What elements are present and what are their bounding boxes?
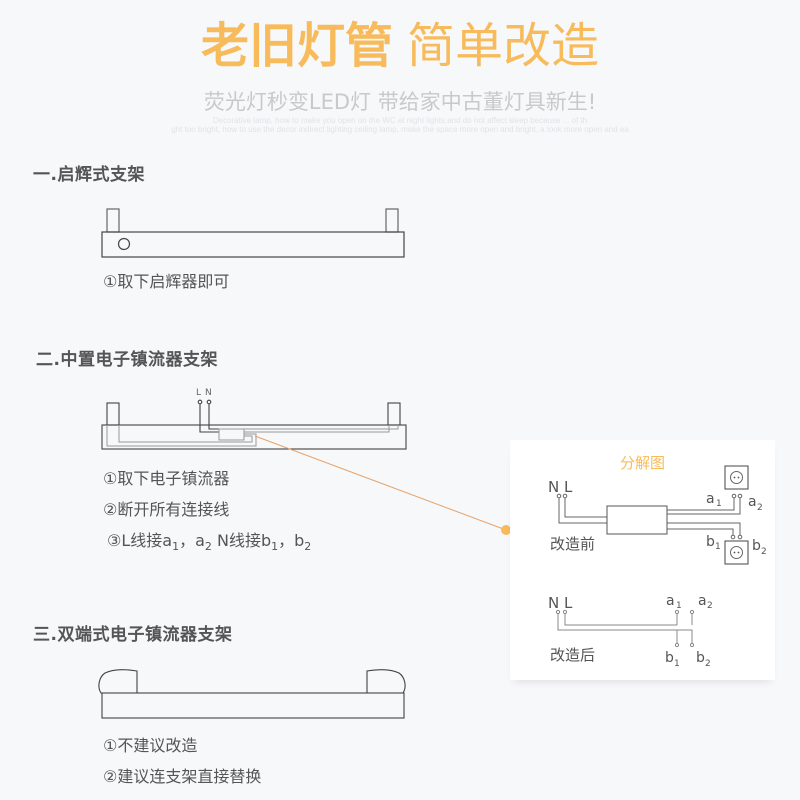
svg-text:L: L bbox=[564, 478, 573, 496]
exploded-view-title: 分解图 bbox=[619, 454, 665, 472]
svg-text:b: b bbox=[665, 650, 674, 666]
before-label: 改造前 bbox=[550, 535, 595, 553]
svg-text:1: 1 bbox=[676, 601, 682, 611]
starter-circle-icon bbox=[117, 237, 131, 251]
socket-top-icon bbox=[724, 465, 749, 490]
after-label: 改造后 bbox=[550, 646, 595, 664]
page-title: 老旧灯管简单改造 bbox=[0, 14, 800, 78]
svg-text:a: a bbox=[706, 491, 715, 507]
svg-text:2: 2 bbox=[761, 547, 767, 557]
section-1-title: 一.启辉式支架 bbox=[33, 165, 145, 185]
svg-text:b: b bbox=[706, 534, 715, 550]
svg-text:1: 1 bbox=[715, 542, 721, 552]
svg-text:2: 2 bbox=[707, 601, 713, 611]
before-diagram: N L bbox=[548, 465, 767, 565]
svg-text:2: 2 bbox=[757, 503, 763, 513]
svg-text:b: b bbox=[696, 650, 705, 666]
faint-english-line-1: Decorative lamp, how to make you open on… bbox=[212, 116, 588, 125]
double-ended-bracket-diagram bbox=[98, 669, 406, 719]
section-2-step-2: ②断开所有连接线 bbox=[103, 500, 230, 519]
svg-text:a: a bbox=[666, 593, 675, 609]
svg-text:a: a bbox=[698, 593, 707, 609]
socket-bottom-icon bbox=[724, 540, 749, 565]
svg-text:N: N bbox=[548, 478, 559, 496]
svg-text:a: a bbox=[748, 494, 757, 510]
section-1-step-1: ①取下启辉器即可 bbox=[103, 272, 230, 291]
wire-label-n: N bbox=[205, 388, 212, 398]
section-3-step-2: ②建议连支架直接替换 bbox=[103, 767, 262, 786]
center-ballast-bracket-diagram: L N bbox=[101, 388, 407, 450]
after-diagram: N L a 1 a 2 b 1 b 2 改造后 bbox=[548, 593, 713, 669]
svg-text:b: b bbox=[752, 538, 761, 554]
section-2-step-3: ③L线接a1，a2 N线接b1，b2 bbox=[107, 531, 312, 554]
svg-text:L: L bbox=[564, 594, 573, 612]
svg-text:1: 1 bbox=[674, 659, 680, 669]
wire-label-l: L bbox=[196, 388, 201, 398]
svg-text:2: 2 bbox=[705, 659, 711, 669]
ballast-box bbox=[218, 428, 245, 441]
ballast-box bbox=[606, 505, 668, 535]
svg-text:1: 1 bbox=[716, 499, 722, 509]
page-subtitle: 荧光灯秒变LED灯 带给家中古董灯具新生! bbox=[203, 90, 597, 114]
wiring-diagrams: N L bbox=[548, 465, 767, 669]
section-3-step-1: ①不建议改造 bbox=[103, 736, 198, 755]
section-3-title: 三.双端式电子镇流器支架 bbox=[33, 625, 233, 645]
faint-english-line-2: ght too bright, how to use the decor ind… bbox=[171, 125, 629, 134]
section-2-step-1: ①取下电子镇流器 bbox=[103, 469, 230, 488]
title-bold: 老旧灯管 bbox=[200, 18, 393, 74]
exploded-view-panel: 分解图 N L bbox=[510, 440, 775, 680]
title-light: 简单改造 bbox=[407, 18, 600, 74]
section-2-title: 二.中置电子镇流器支架 bbox=[36, 350, 218, 370]
starter-bracket-diagram bbox=[101, 208, 405, 258]
svg-text:N: N bbox=[548, 594, 559, 612]
